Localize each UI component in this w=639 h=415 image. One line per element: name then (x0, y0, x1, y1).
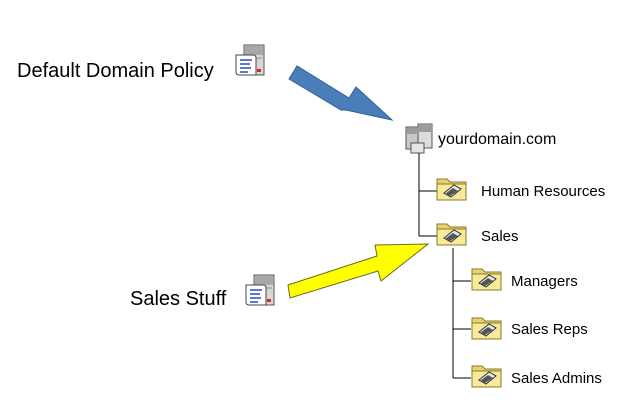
tree-lines (418, 150, 471, 379)
ou-folder-icon (471, 268, 502, 291)
ou-label-managers[interactable]: Managers (511, 273, 578, 290)
ou-label-sales-reps[interactable]: Sales Reps (511, 321, 588, 338)
ou-folder-icon (436, 178, 467, 201)
ou-label-human-resources[interactable]: Human Resources (481, 183, 606, 200)
domain-root-label[interactable]: yourdomain.com (438, 131, 557, 148)
ou-folder-icon (471, 365, 502, 388)
gpo-server-icon (245, 274, 275, 306)
ou-label-sales[interactable]: Sales (481, 228, 519, 245)
link-arrow-sales-stuff (287, 243, 430, 299)
gpo-label-sales-stuff: Sales Stuff (130, 288, 227, 310)
ou-folder-icon (436, 223, 467, 246)
gpo-label-default-domain-policy: Default Domain Policy (17, 60, 214, 82)
link-arrow-default-domain-policy (288, 65, 394, 121)
domain-server-icon (405, 123, 433, 154)
gpo-server-icon (235, 44, 265, 76)
ou-folder-icon (471, 317, 502, 340)
ou-label-sales-admins[interactable]: Sales Admins (511, 370, 602, 387)
